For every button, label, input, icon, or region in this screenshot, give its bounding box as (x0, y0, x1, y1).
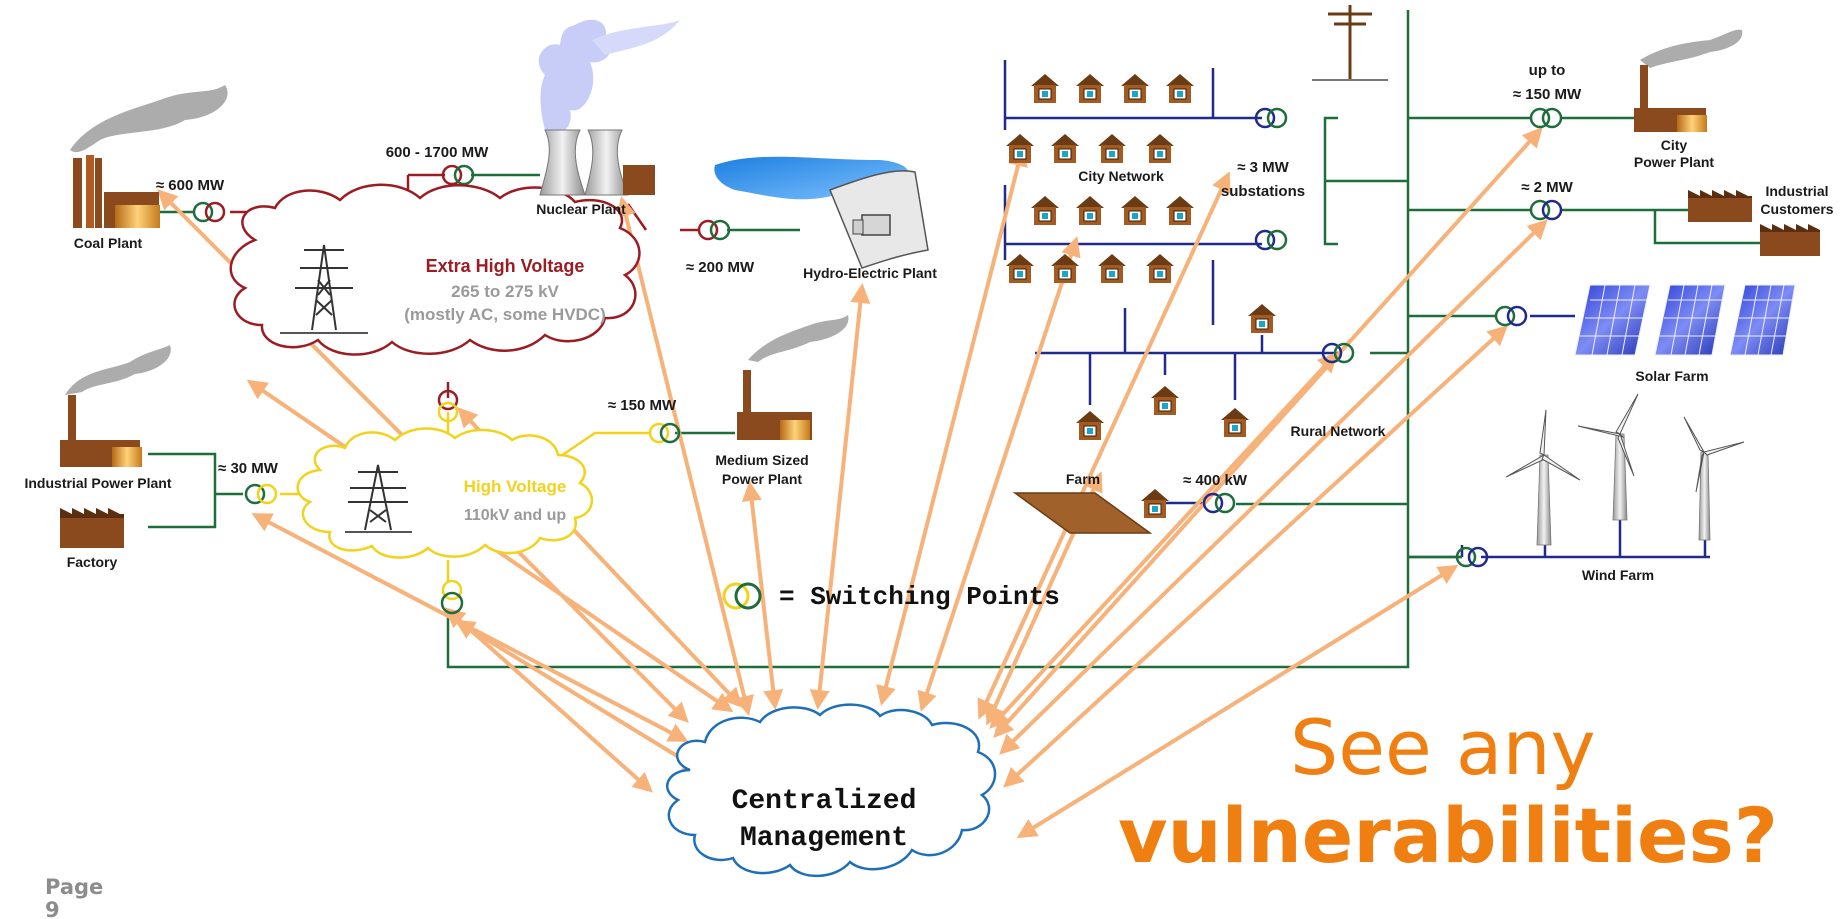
nuclear-power: 600 - 1700 MW (386, 144, 489, 161)
wind-farm-label: Wind Farm (1582, 567, 1654, 583)
hv-title: High Voltage (464, 477, 567, 496)
factory-label: Factory (67, 554, 118, 570)
house-icon (1006, 134, 1034, 163)
ehv-note: (mostly AC, some HVDC) (404, 305, 606, 324)
utility-pole-icon (1312, 5, 1388, 81)
coal-plant-label: Coal Plant (74, 235, 143, 251)
nuclear-plant-icon (538, 19, 680, 196)
house-icon (1031, 74, 1059, 103)
house-icon (1076, 74, 1104, 103)
switching-point-hydro[interactable] (697, 219, 731, 241)
industrial-power-plant-icon (60, 345, 171, 467)
substations-power: ≈ 3 MW (1237, 159, 1289, 176)
switching-point-solar[interactable] (1494, 305, 1528, 327)
house-icon (1248, 304, 1276, 333)
industrial-customers-icon (1688, 190, 1820, 256)
customers-power: ≈ 2 MW (1521, 179, 1573, 196)
city-plant-power-line2: ≈ 150 MW (1513, 86, 1582, 103)
medium-plant-label-line1: Medium Sized (715, 452, 808, 468)
hydro-power: ≈ 200 MW (686, 259, 755, 276)
nuclear-plant-label: Nuclear Plant (536, 201, 626, 217)
switching-points-legend-icon (722, 582, 762, 610)
wind-farm-icon (1505, 393, 1745, 546)
house-icon (1076, 411, 1104, 440)
centralized-management-cloud[interactable]: Centralized Management (666, 703, 997, 878)
hv-range: 110kV and up (464, 507, 566, 524)
industrial-power-plant-label: Industrial Power Plant (24, 475, 171, 491)
switching-point-customers[interactable] (1529, 199, 1563, 221)
hydro-plant-label: Hydro-Electric Plant (803, 265, 937, 281)
house-icon (1051, 134, 1079, 163)
switching-point-farm[interactable] (1202, 492, 1236, 514)
house-icon (1098, 134, 1126, 163)
switching-point-city-upper[interactable] (1254, 107, 1288, 129)
city-power-plant-icon (1634, 29, 1743, 132)
city-network-houses (1006, 74, 1276, 518)
house-icon (1221, 408, 1249, 437)
house-icon (1151, 386, 1179, 415)
house-icon (1098, 254, 1126, 283)
industrial-customers-label-line1: Industrial (1765, 183, 1828, 199)
solar-farm-icon (1574, 284, 1796, 356)
coal-power: ≈ 600 MW (156, 177, 225, 194)
solar-farm-label: Solar Farm (1635, 368, 1708, 384)
house-icon (1146, 254, 1174, 283)
medium-power: ≈ 150 MW (608, 397, 677, 414)
hv-cloud: High Voltage 110kV and up (296, 427, 593, 559)
hv-pylon-icon (345, 464, 412, 533)
farm-power: ≈ 400 kW (1183, 472, 1248, 489)
ehv-title: Extra High Voltage (426, 256, 585, 276)
ehv-range: 265 to 275 kV (451, 282, 559, 301)
farm-field-icon (1012, 492, 1153, 534)
hydro-plant-icon (714, 156, 929, 269)
house-icon (1121, 74, 1149, 103)
callout-line1: See any (1290, 703, 1596, 792)
switching-point-medium[interactable] (648, 422, 681, 444)
city-plant-power-line1: up to (1529, 62, 1566, 79)
page-number: 9 (45, 898, 60, 919)
ehv-pylon-icon (280, 244, 368, 334)
industrial-customers-label-line2: Customers (1760, 201, 1833, 217)
house-icon (1121, 196, 1149, 225)
switching-point-wind[interactable] (1455, 546, 1489, 568)
switching-point-ehv-hv[interactable] (437, 389, 459, 423)
switching-point-city-plant[interactable] (1529, 107, 1563, 129)
coal-plant-icon (70, 85, 228, 228)
city-network-label: City Network (1078, 168, 1164, 184)
switching-point-hv-distribution[interactable] (440, 579, 464, 615)
switching-point-rural[interactable] (1321, 342, 1355, 364)
central-label-line2: Management (740, 823, 908, 854)
house-icon (1051, 254, 1079, 283)
central-label-line1: Centralized (732, 786, 917, 817)
industrial-power: ≈ 30 MW (218, 460, 279, 477)
distribution-backbone (446, 10, 1765, 669)
factory-icon (60, 508, 124, 548)
house-icon (1006, 254, 1034, 283)
callout-line2: vulnerabilities? (1118, 791, 1778, 880)
farm-label: Farm (1066, 471, 1100, 487)
house-icon (1166, 196, 1194, 225)
medium-plant-label-line2: Power Plant (722, 471, 802, 487)
switching-point-coal[interactable] (192, 201, 226, 223)
house-icon (1076, 196, 1104, 225)
medium-power-plant-icon (737, 315, 849, 440)
switching-point-city-lower[interactable] (1254, 229, 1288, 251)
house-icon (1031, 196, 1059, 225)
house-icon (1141, 489, 1169, 518)
city-power-plant-label-line1: City (1661, 137, 1688, 153)
switching-points-legend: = Switching Points (779, 582, 1060, 612)
switching-point-industrial[interactable] (244, 483, 278, 505)
house-icon (1146, 134, 1174, 163)
switching-point-nuclear[interactable] (441, 164, 475, 186)
city-power-plant-label-line2: Power Plant (1634, 154, 1714, 170)
substations-label: substations (1221, 183, 1305, 200)
house-icon (1166, 74, 1194, 103)
page-label: Page (45, 875, 104, 899)
rural-network-label: Rural Network (1291, 423, 1386, 439)
